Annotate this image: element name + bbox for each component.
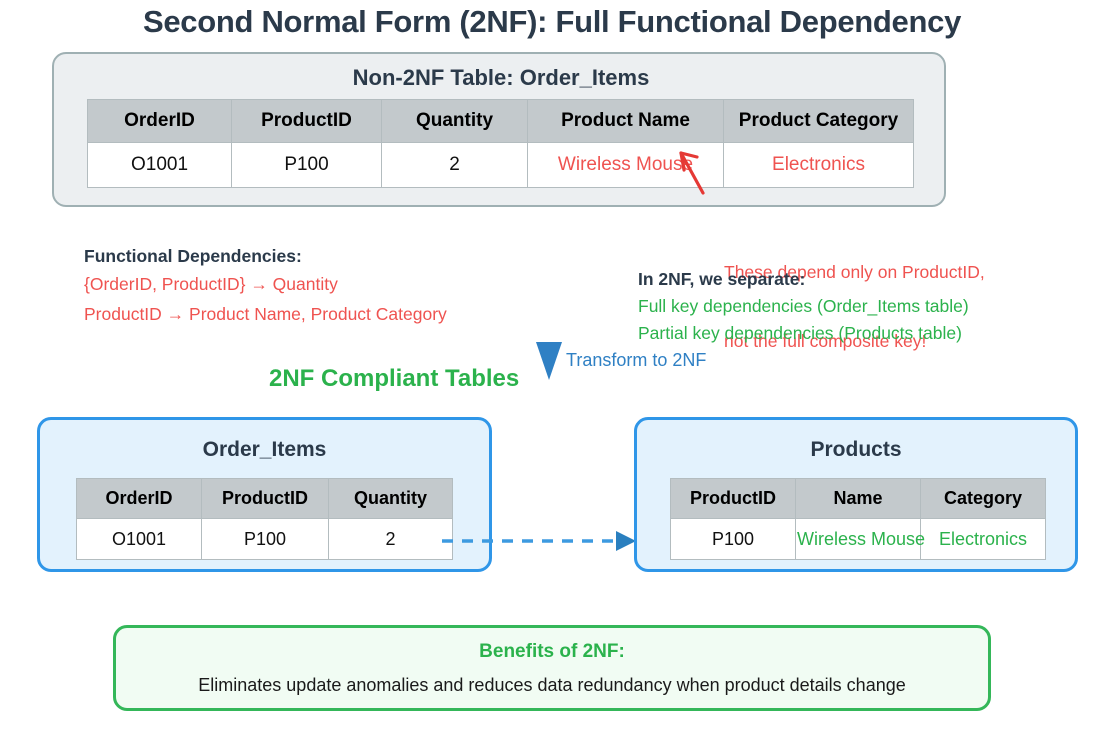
separation-line-partial-key: Partial key dependencies (Products table… [638, 323, 962, 343]
table-header-row: OrderID ProductID Quantity Product Name … [87, 99, 914, 143]
cell-category: Electronics [920, 518, 1046, 560]
result-panel-products: Products ProductID Name Category P100 Wi… [634, 417, 1078, 572]
non-2nf-panel-title: Non-2NF Table: Order_Items [352, 65, 650, 90]
cell-product-category: Electronics [723, 142, 914, 188]
column-header-productid: ProductID [231, 99, 382, 143]
result-panel-order-items: Order_Items OrderID ProductID Quantity O… [37, 417, 492, 572]
functional-dependencies-heading: Functional Dependencies: [84, 246, 302, 266]
table-row: P100 Wireless Mouse Electronics [670, 518, 1046, 560]
partial-dependency-callout: These depend only on ProductID, not the … [724, 215, 985, 399]
cell-name: Wireless Mouse [795, 518, 925, 560]
cell-productid: P100 [670, 518, 796, 560]
partial-dependency-callout-line-1: These depend only on ProductID, [724, 262, 985, 282]
column-header-product-category: Product Category [723, 99, 914, 143]
result-panel-products-title: Products [810, 438, 902, 461]
table-row: O1001 P100 2 Wireless Mouse Electronics [87, 142, 914, 188]
column-header-quantity: Quantity [381, 99, 528, 143]
cell-quantity: 2 [328, 518, 453, 560]
column-header-productid: ProductID [670, 478, 796, 519]
compliant-tables-label: 2NF Compliant Tables [269, 365, 520, 392]
cell-quantity: 2 [381, 142, 528, 188]
non-2nf-table: OrderID ProductID Quantity Product Name … [87, 99, 914, 188]
table-row: O1001 P100 2 [76, 518, 453, 560]
column-header-name: Name [795, 478, 921, 519]
cell-orderid: O1001 [87, 142, 232, 188]
result-panel-order-items-title: Order_Items [202, 438, 327, 461]
table-header-row: ProductID Name Category [670, 478, 1046, 519]
column-header-orderid: OrderID [87, 99, 232, 143]
products-table: ProductID Name Category P100 Wireless Mo… [670, 478, 1046, 560]
benefits-panel: Benefits of 2NF: Eliminates update anoma… [113, 625, 991, 711]
column-header-category: Category [920, 478, 1046, 519]
benefits-body: Eliminates update anomalies and reduces … [198, 675, 906, 695]
transform-down-arrow-icon [536, 342, 562, 380]
cell-product-name: Wireless Mouse [527, 142, 724, 188]
column-header-product-name: Product Name [527, 99, 724, 143]
benefits-title: Benefits of 2NF: [479, 641, 625, 662]
column-header-productid: ProductID [201, 478, 329, 519]
partial-dependency-callout-line-2: not the full composite key! [724, 331, 927, 351]
non-2nf-panel: Non-2NF Table: Order_Items OrderID Produ… [52, 52, 946, 207]
order-items-table: OrderID ProductID Quantity O1001 P100 2 [76, 478, 453, 560]
relationship-dashed-arrow-icon [442, 531, 636, 551]
page-title: Second Normal Form (2NF): Full Functiona… [142, 4, 962, 39]
transform-to-2nf-label: Transform to 2NF [566, 350, 707, 370]
cell-orderid: O1001 [76, 518, 202, 560]
violation-pointer-arrow-icon [679, 151, 705, 195]
functional-dependency-line-1: {OrderID, ProductID} → Quantity [84, 274, 338, 294]
separation-heading: In 2NF, we separate: [638, 269, 806, 289]
table-header-row: OrderID ProductID Quantity [76, 478, 453, 519]
column-header-orderid: OrderID [76, 478, 202, 519]
functional-dependency-line-2: ProductID → Product Name, Product Catego… [84, 304, 447, 324]
separation-line-full-key: Full key dependencies (Order_Items table… [638, 296, 969, 316]
cell-productid: P100 [231, 142, 382, 188]
column-header-quantity: Quantity [328, 478, 453, 519]
cell-productid: P100 [201, 518, 329, 560]
